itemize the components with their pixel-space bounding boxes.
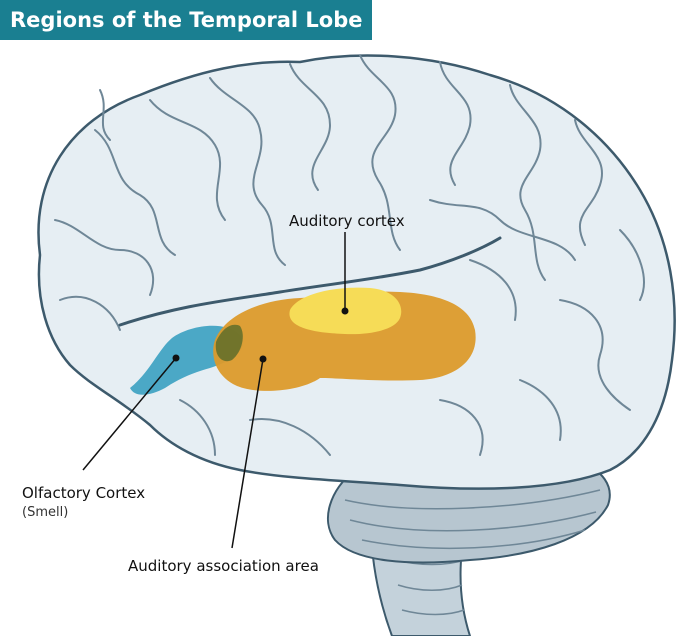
olfactory-subtitle: (Smell) <box>22 505 69 520</box>
auditory-association-region <box>213 291 476 391</box>
auditory-association-label: Auditory association area <box>128 557 319 575</box>
olfactory-overlap-region <box>215 324 243 362</box>
lateral-sulcus <box>118 236 502 327</box>
brain-sulci <box>54 54 645 456</box>
auditory-association-leader <box>231 358 264 549</box>
auditory-cortex-dot <box>341 307 349 315</box>
auditory-cortex-label: Auditory cortex <box>289 212 405 230</box>
olfactory-cortex-label: Olfactory Cortex <box>22 484 146 502</box>
cerebrum <box>37 54 676 490</box>
olfactory-leader <box>82 357 177 471</box>
auditory-association-dot <box>259 355 267 363</box>
cerebellum <box>326 463 611 564</box>
olfactory-dot <box>172 354 180 362</box>
diagram-title: Regions of the Temporal Lobe <box>0 0 372 40</box>
